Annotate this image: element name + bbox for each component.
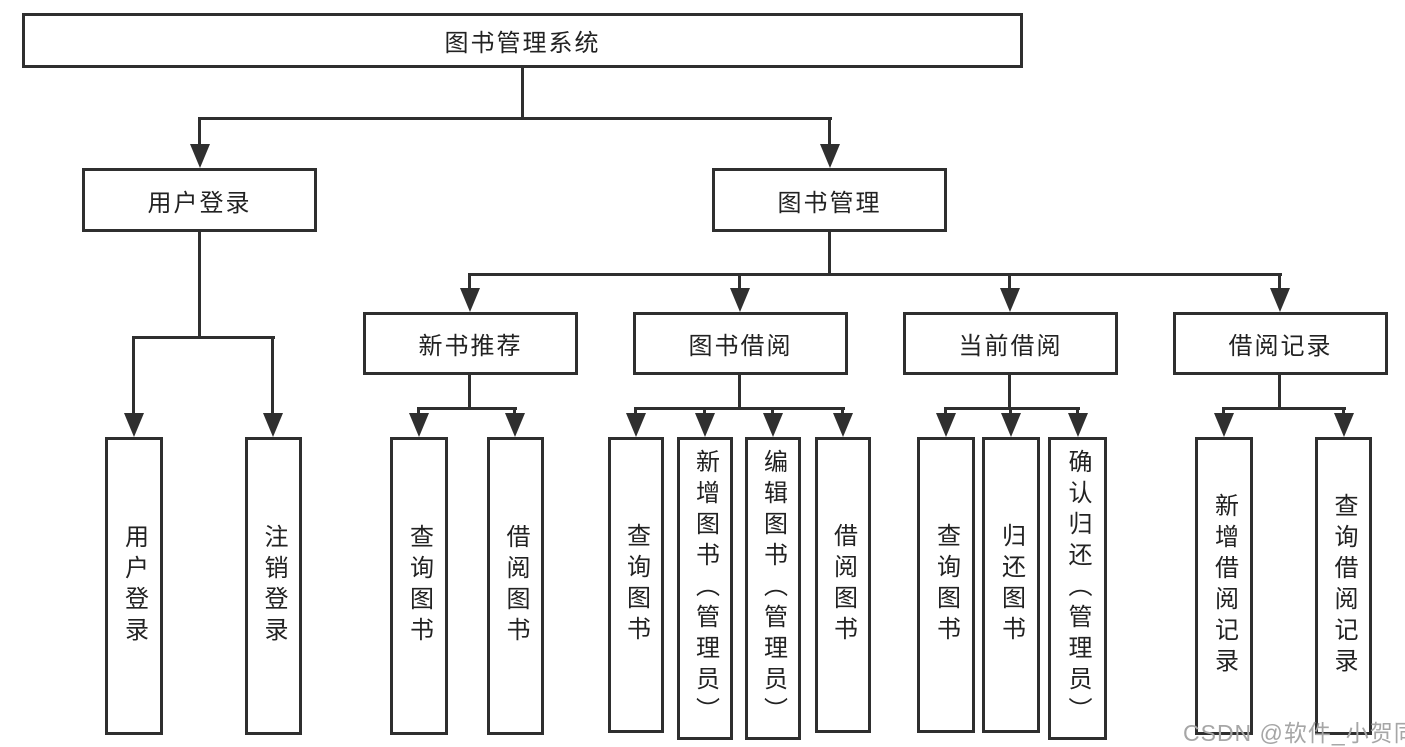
arrow-down-icon: [190, 144, 210, 168]
connector-drop: [703, 407, 706, 415]
connector-drop: [1076, 407, 1079, 415]
leaf-return-books: 归还图书: [982, 437, 1040, 733]
node-user-login: 用户登录: [82, 168, 317, 232]
arrow-down-icon: [1214, 413, 1234, 437]
node-borrow-records: 借阅记录: [1173, 312, 1388, 375]
connector-stem: [828, 232, 831, 276]
connector-bus: [944, 407, 1080, 410]
arrow-down-icon: [626, 413, 646, 437]
leaf-add-books-admin: 新增图书（管理员）: [677, 437, 733, 740]
connector-drop: [1222, 407, 1225, 415]
connector-bus: [1222, 407, 1346, 410]
connector-drop: [944, 407, 947, 415]
connector-stem: [1008, 375, 1011, 410]
node-library-management-system: 图书管理系统: [22, 13, 1023, 68]
arrow-down-icon: [505, 413, 525, 437]
connector-drop: [468, 273, 471, 290]
connector-drop: [417, 407, 420, 415]
connector-drop: [828, 117, 831, 147]
connector-drop: [1009, 407, 1012, 415]
connector-drop: [271, 336, 274, 415]
leaf-confirm-return-admin: 确认归还（管理员）: [1048, 437, 1107, 740]
leaf-user-login: 用户登录: [105, 437, 163, 735]
node-book-borrow: 图书借阅: [633, 312, 848, 375]
connector-stem: [1278, 375, 1281, 410]
arrow-down-icon: [833, 413, 853, 437]
leaf-query-books-3: 查询图书: [917, 437, 975, 733]
connector-drop: [1008, 273, 1011, 290]
connector-drop: [513, 407, 516, 415]
node-current-borrow: 当前借阅: [903, 312, 1118, 375]
leaf-add-borrow-record: 新增借阅记录: [1195, 437, 1253, 735]
connector-root-bus: [199, 117, 832, 120]
connector-drop: [1342, 407, 1345, 415]
arrow-down-icon: [124, 413, 144, 437]
arrow-down-icon: [409, 413, 429, 437]
arrow-down-icon: [1068, 413, 1088, 437]
csdn-watermark: CSDN @软件_小贺同学: [1183, 720, 1405, 746]
connector-bus: [417, 407, 517, 410]
connector-bus: [468, 273, 1282, 276]
connector-stem: [198, 232, 201, 339]
connector-drop: [738, 273, 741, 290]
connector-bus: [132, 336, 275, 339]
leaf-borrow-books-1: 借阅图书: [487, 437, 544, 735]
connector-root-stem: [521, 68, 524, 120]
arrow-down-icon: [263, 413, 283, 437]
arrow-down-icon: [460, 288, 480, 312]
leaf-query-borrow-record: 查询借阅记录: [1315, 437, 1372, 735]
connector-drop: [634, 407, 637, 415]
connector-stem: [468, 375, 471, 410]
connector-drop: [132, 336, 135, 415]
arrow-down-icon: [1001, 413, 1021, 437]
connector-bus: [634, 407, 845, 410]
connector-drop: [771, 407, 774, 415]
leaf-query-books-2: 查询图书: [608, 437, 664, 733]
arrow-down-icon: [936, 413, 956, 437]
leaf-edit-books-admin: 编辑图书（管理员）: [745, 437, 801, 740]
leaf-borrow-books-2: 借阅图书: [815, 437, 871, 733]
arrow-down-icon: [730, 288, 750, 312]
node-book-management: 图书管理: [712, 168, 947, 232]
connector-drop: [1278, 273, 1281, 290]
arrow-down-icon: [820, 144, 840, 168]
arrow-down-icon: [695, 413, 715, 437]
connector-drop: [198, 117, 201, 147]
arrow-down-icon: [1334, 413, 1354, 437]
connector-stem: [738, 375, 741, 410]
arrow-down-icon: [763, 413, 783, 437]
arrow-down-icon: [1000, 288, 1020, 312]
node-new-book-recommend: 新书推荐: [363, 312, 578, 375]
arrow-down-icon: [1270, 288, 1290, 312]
connector-drop: [841, 407, 844, 415]
leaf-query-books-1: 查询图书: [390, 437, 448, 735]
leaf-logout: 注销登录: [245, 437, 302, 735]
